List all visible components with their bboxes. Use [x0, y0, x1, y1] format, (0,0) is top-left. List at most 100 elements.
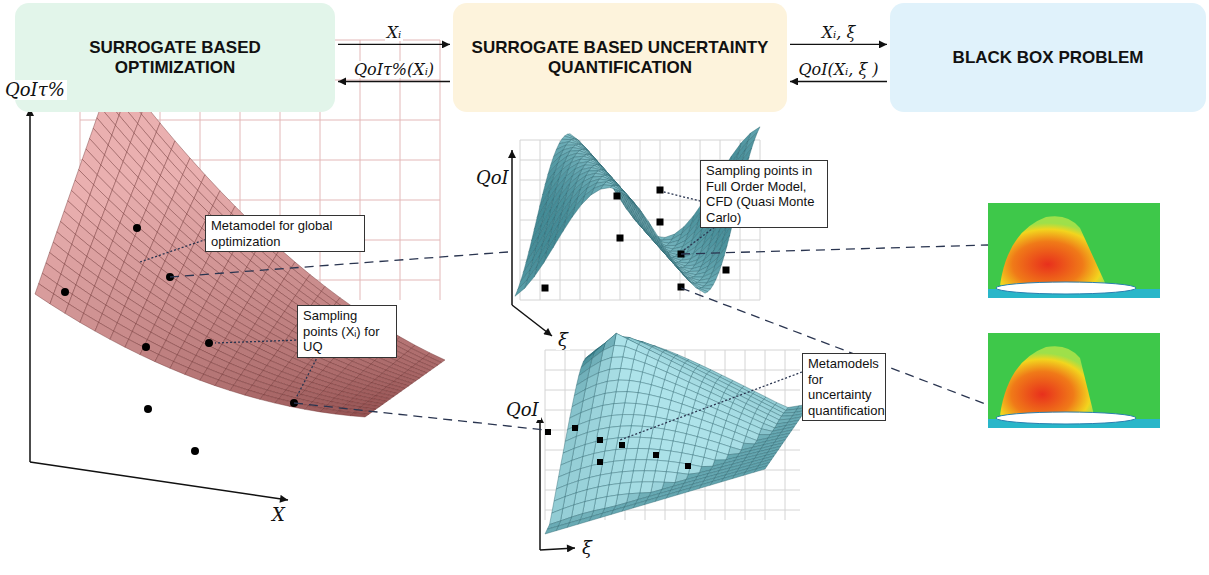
sample-point: [597, 459, 603, 465]
sample-point: [657, 219, 664, 226]
sample-point: [572, 425, 578, 431]
sample-point: [614, 193, 621, 200]
edge-label: QoIτ%(Xᵢ): [352, 61, 436, 79]
surface-patch: [620, 190, 632, 199]
surface-patch: [80, 313, 99, 331]
axis-label: X: [270, 505, 287, 525]
edge-label: Xᵢ: [385, 24, 404, 42]
surface-patch: [170, 362, 189, 375]
flow-arrow: [790, 44, 887, 45]
callout-box: Metamodels for uncertainty quantificatio…: [802, 353, 886, 421]
surface-patch: [125, 339, 144, 354]
flow-arrow: [338, 81, 450, 82]
grid-line: [545, 350, 800, 351]
surface-patch: [534, 252, 546, 277]
node-text: Metamodel for global optimization: [211, 218, 359, 249]
surface-patch: [50, 294, 69, 313]
surface-patch: [215, 380, 234, 391]
uq-metamodel-top: [512, 127, 760, 336]
axis-line: [30, 462, 288, 500]
sample-point: [142, 343, 150, 351]
leader-line: [215, 340, 300, 343]
axis-line: [540, 548, 575, 550]
grid-line: [440, 40, 441, 300]
sample-point: [144, 405, 152, 413]
cfd-image: [988, 203, 1160, 298]
grid-line: [520, 140, 760, 141]
surface-patch: [545, 526, 558, 534]
surface-patch: [200, 374, 219, 385]
surface-patch: [696, 287, 708, 293]
edge-label: QoI(Xᵢ, ξ ): [796, 61, 880, 79]
axis-line: [511, 150, 513, 305]
process-box: SURROGATE BASED UNCERTAINTY QUANTIFICATI…: [453, 3, 787, 112]
leader-line: [620, 372, 802, 440]
callout-box: Sampling points (Xᵢ) for UQ: [297, 305, 397, 358]
cfd-image: [988, 333, 1160, 428]
sample-point: [723, 267, 730, 274]
axis-label: ξ: [580, 538, 594, 558]
node-text: Sampling points (Xᵢ) for UQ: [303, 308, 391, 355]
surface-patch: [677, 265, 689, 280]
surface-patch: [553, 221, 565, 248]
callout-box: Sampling points in Full Order Model, CFD…: [700, 160, 828, 228]
grid-line: [360, 40, 361, 300]
sample-point: [61, 288, 69, 296]
node-text: BLACK BOX PROBLEM: [953, 48, 1144, 68]
surface-patch: [95, 322, 114, 339]
uq-metamodel-bottom: [540, 333, 810, 550]
leader-line: [170, 252, 508, 277]
axis-label: QoIτ%: [3, 80, 67, 100]
sample-point: [597, 437, 603, 443]
surface-patch: [562, 136, 574, 140]
axis-label: QoI: [474, 168, 511, 188]
sample-point: [657, 187, 664, 194]
surface-patch: [515, 280, 527, 297]
sample-point: [685, 463, 691, 469]
sample-point: [617, 235, 624, 242]
surface-patch: [65, 304, 84, 323]
leader-line: [296, 352, 320, 398]
surface-patch: [629, 197, 641, 212]
leader-line: [140, 238, 210, 262]
grid-line: [520, 280, 760, 281]
flow-arrow: [338, 44, 450, 45]
surface-patch: [544, 236, 556, 263]
surface-patch: [35, 284, 54, 304]
axis-label: QoI: [504, 400, 541, 420]
sample-point: [191, 447, 199, 455]
surface-patch: [667, 251, 679, 270]
node-text: Metamodels for uncertainty quantificatio…: [808, 356, 880, 418]
sample-point: [133, 224, 141, 232]
surface-patch: [563, 207, 575, 232]
surface-patch: [525, 267, 537, 289]
sample-point: [545, 429, 551, 435]
axis-line: [539, 415, 541, 550]
node-text: SURROGATE BASED UNCERTAINTY QUANTIFICATI…: [467, 38, 773, 78]
axis-line: [512, 305, 552, 336]
surface-patch: [350, 413, 369, 417]
node-text: SURROGATE BASED OPTIMIZATION: [29, 38, 321, 78]
node-text: Sampling points in Full Order Model, CFD…: [706, 163, 822, 225]
callout-box: Metamodel for global optimization: [205, 215, 365, 252]
edge-label: Xᵢ, ξ: [820, 24, 858, 42]
sample-point: [653, 452, 659, 458]
process-box: BLACK BOX PROBLEM: [890, 3, 1206, 112]
surface-patch: [572, 196, 584, 217]
flow-arrow: [790, 81, 887, 82]
grid-line: [520, 300, 760, 301]
sample-point: [205, 339, 213, 347]
axis-line: [29, 108, 31, 462]
axis-label: ξ: [556, 330, 570, 350]
grid-line: [520, 260, 760, 261]
surface-patch: [592, 451, 605, 465]
sample-point: [619, 442, 625, 448]
surface-patch: [155, 355, 174, 369]
leader-line: [681, 245, 988, 254]
surface-patch: [185, 368, 204, 380]
sample-point: [542, 285, 549, 292]
surface-patch: [582, 188, 594, 204]
grid-line: [400, 40, 401, 300]
surface-patch: [658, 236, 670, 257]
